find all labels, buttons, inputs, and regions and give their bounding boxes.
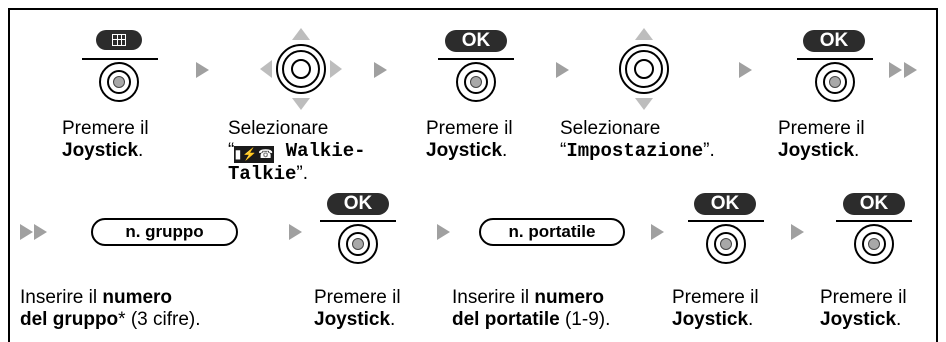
joystick-icon xyxy=(706,224,746,264)
group-number-key: n. gruppo xyxy=(91,218,238,246)
double-arrow-right-icon xyxy=(904,62,917,78)
double-arrow-right-icon xyxy=(889,62,902,78)
divider-line xyxy=(320,220,396,222)
step8-text: Inserire il numero del portatile (1-9). xyxy=(452,287,611,330)
menu-grid-icon xyxy=(96,30,142,50)
step2-text: Selezionare “▮⚡☎ Walkie- Talkie”. xyxy=(228,118,366,185)
ok-badge: OK xyxy=(327,193,389,215)
double-arrow-right-icon xyxy=(34,224,47,240)
step4-text: Selezionare “Impostazione”. xyxy=(560,118,715,162)
joystick-icon xyxy=(815,62,855,102)
arrow-right-icon xyxy=(651,224,664,240)
ok-badge: OK xyxy=(445,30,507,52)
joystick-icon xyxy=(99,62,139,102)
walkie-talkie-icon: ▮⚡☎ xyxy=(234,146,275,163)
arrow-right-icon xyxy=(374,62,387,78)
divider-line xyxy=(836,220,912,222)
navigator-4way-icon xyxy=(260,28,342,110)
joystick-icon xyxy=(338,224,378,264)
ok-badge: OK xyxy=(694,193,756,215)
divider-line xyxy=(438,58,514,60)
arrow-right-icon xyxy=(437,224,450,240)
divider-line xyxy=(688,220,764,222)
instruction-frame xyxy=(8,8,938,342)
navigator-updown-icon xyxy=(619,28,669,110)
arrow-right-icon xyxy=(289,224,302,240)
divider-line xyxy=(797,58,873,60)
double-arrow-right-icon xyxy=(20,224,33,240)
joystick-icon xyxy=(456,62,496,102)
step6-text: Inserire il numero del gruppo* (3 cifre)… xyxy=(20,287,201,330)
arrow-right-icon xyxy=(791,224,804,240)
divider-line xyxy=(82,58,158,60)
ok-badge: OK xyxy=(843,193,905,215)
arrow-right-icon xyxy=(556,62,569,78)
arrow-right-icon xyxy=(739,62,752,78)
handset-number-key: n. portatile xyxy=(479,218,625,246)
joystick-icon xyxy=(854,224,894,264)
ok-badge: OK xyxy=(803,30,865,52)
arrow-right-icon xyxy=(196,62,209,78)
